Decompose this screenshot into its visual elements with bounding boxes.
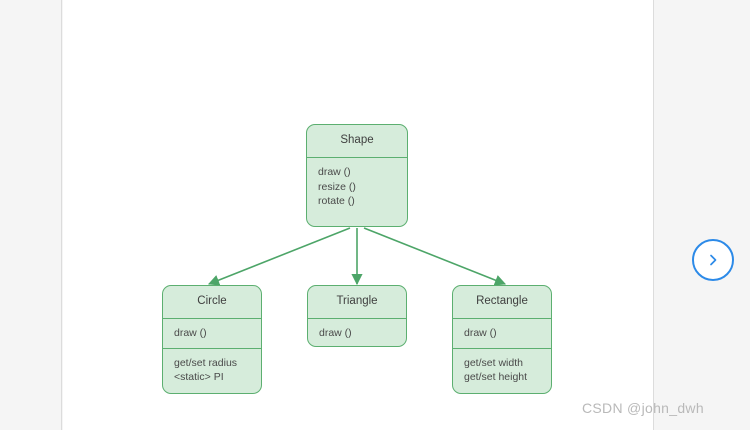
uml-class-shape-methods: draw () resize () rotate () — [307, 157, 407, 216]
uml-member: draw () — [174, 327, 207, 339]
uml-member: <static> PI — [174, 371, 224, 383]
csdn-watermark: CSDN @john_dwh — [582, 400, 704, 416]
edge-shape-to-circle — [207, 227, 351, 286]
uml-member: draw () — [319, 327, 352, 339]
edge-shape-to-rectangle — [363, 227, 507, 286]
uml-class-rectangle-methods: draw () — [453, 318, 551, 348]
uml-class-circle-title: Circle — [197, 295, 227, 307]
uml-member: draw () — [318, 166, 351, 178]
chevron-right-icon — [710, 254, 717, 266]
uml-class-rectangle-attributes: get/set width get/set height — [453, 347, 551, 392]
uml-member: get/set height — [464, 371, 528, 383]
uml-class-shape[interactable]: Shape draw () resize () rotate () — [306, 124, 408, 227]
uml-member: get/set radius — [174, 356, 238, 369]
right-page-margin — [653, 0, 750, 430]
uml-member: rotate () — [318, 195, 355, 207]
uml-class-circle[interactable]: Circle draw () get/set radius <static> P… — [162, 285, 262, 394]
uml-class-rectangle[interactable]: Rectangle draw () get/set width get/set … — [452, 285, 552, 394]
uml-member: resize () — [318, 180, 356, 193]
uml-class-rectangle-title: Rectangle — [476, 295, 528, 307]
uml-member: draw () — [464, 327, 497, 339]
uml-class-circle-methods: draw () — [163, 318, 261, 348]
next-page-button[interactable] — [692, 239, 734, 281]
uml-class-circle-attributes: get/set radius <static> PI — [163, 347, 261, 392]
uml-class-shape-title: Shape — [340, 134, 374, 146]
uml-class-triangle-title: Triangle — [336, 295, 378, 307]
uml-member: get/set width — [464, 356, 523, 369]
uml-class-triangle-methods: draw () — [308, 318, 406, 346]
left-page-margin — [0, 0, 62, 430]
uml-class-triangle[interactable]: Triangle draw () — [307, 285, 407, 347]
